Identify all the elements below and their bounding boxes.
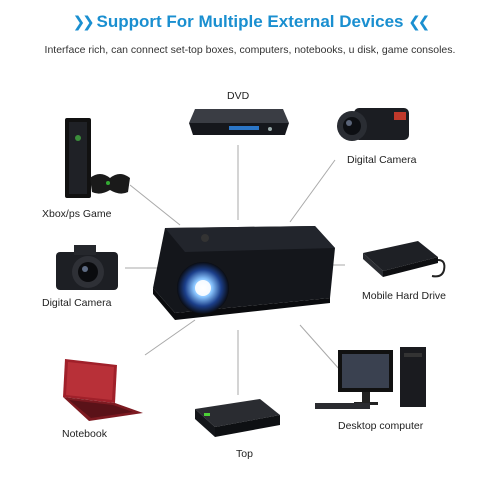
set-top-box-image [195,399,280,437]
label-camera-left: Digital Camera [42,297,112,309]
line-camera-top [289,159,336,223]
xbox-console-image [65,118,130,198]
chevron-left-icon: ❮❮ [408,14,430,31]
label-xbox: Xbox/ps Game [42,208,112,220]
label-desktop: Desktop computer [338,420,424,432]
projector-icon [153,226,335,320]
label-hdd: Mobile Hard Drive [362,290,447,302]
camcorder-image [337,108,409,141]
page-subtitle: Interface rich, can connect set-top boxe… [44,44,456,56]
label-camera-top: Digital Camera [347,154,417,166]
page-title: ❯❯ Support For Multiple External Devices… [0,12,500,32]
dslr-camera-image [56,245,118,290]
dvd-player-image [189,109,289,135]
chevron-right-icon: ❯❯ [72,14,95,31]
desktop-computer-image [315,347,426,409]
hard-drive-image [363,241,446,278]
label-top: Top [236,448,253,460]
label-dvd: DVD [227,90,250,102]
notebook-image [63,359,143,421]
line-xbox [129,184,181,226]
title-text: Support For Multiple External Devices [96,12,404,31]
line-desktop [299,324,341,371]
line-notebook [144,319,196,356]
label-notebook: Notebook [62,428,107,440]
